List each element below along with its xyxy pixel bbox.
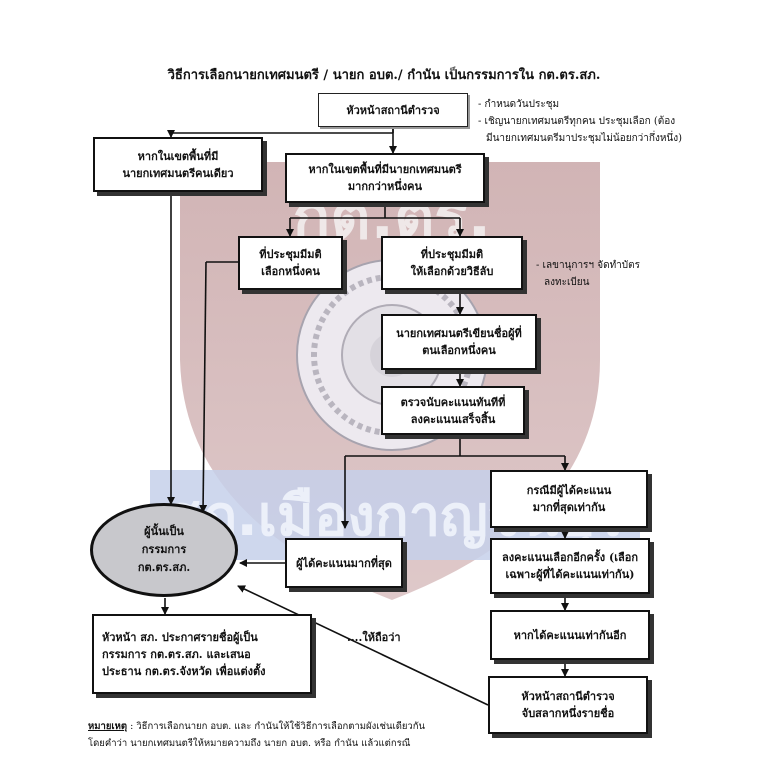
committee-member-circle: ผู้นั้นเป็น กรรมการ กต.ตร.สภ. xyxy=(90,503,238,597)
footnote-label: หมายเหตุ xyxy=(88,721,128,732)
count-votes-box: ตรวจนับคะแนนทันทีที่ ลงคะแนนเสร็จสิ้น xyxy=(381,386,525,435)
revote-box: ลงคะแนนเลือกอีกครั้ง (เลือก เฉพาะผู้ที่ไ… xyxy=(490,538,650,594)
meeting-note: - กำหนดวันประชุม - เชิญนายกเทศมนตรีทุกคน… xyxy=(478,96,718,147)
meeting-note-3: มีนายกเทศมนตรีมาประชุมไม่น้อยกว่ากึ่งหนึ… xyxy=(486,133,683,144)
circle-line-1: ผู้นั้นเป็น xyxy=(144,525,184,538)
meeting-note-1: - กำหนดวันประชุม xyxy=(478,99,560,110)
secretary-note-1: - เลขานุการฯ จัดทำบัตร xyxy=(536,260,640,271)
circle-line-3: กต.ตร.สภ. xyxy=(137,561,191,574)
tie-case-label: กรณีมีผู้ได้คะแนน มากที่สุดเท่ากัน xyxy=(526,484,612,514)
multi-mayor-label: หากในเขตพื้นที่มีนายกเทศมนตรี มากกว่าหนึ… xyxy=(308,163,462,193)
select-one-label: ที่ประชุมมีมติ เลือกหนึ่งคน xyxy=(259,248,322,278)
tie-again-label: หากได้คะแนนเท่ากันอีก xyxy=(513,628,627,642)
multi-mayor-box: หากในเขตพื้นที่มีนายกเทศมนตรี มากกว่าหนึ… xyxy=(285,153,485,203)
station-head-box: หัวหน้าสถานีตำรวจ xyxy=(318,93,468,127)
draw-lots-label: หัวหน้าสถานีตำรวจ จับสลากหนึ่งรายชื่อ xyxy=(521,690,615,720)
connectors xyxy=(161,127,569,706)
secret-ballot-label: ที่ประชุมมีมติ ให้เลือกด้วยวิธีลับ xyxy=(410,248,494,278)
single-mayor-box: หากในเขตพื้นที่มี นายกเทศมนตรีคนเดียว xyxy=(93,137,263,192)
secretary-note-2: ลงทะเบียน xyxy=(544,277,590,288)
select-one-box: ที่ประชุมมีมติ เลือกหนึ่งคน xyxy=(238,236,343,290)
tie-again-box: หากได้คะแนนเท่ากันอีก xyxy=(490,610,650,660)
count-votes-label: ตรวจนับคะแนนทันทีที่ ลงคะแนนเสร็จสิ้น xyxy=(400,395,506,426)
station-head-label: หัวหน้าสถานีตำรวจ xyxy=(346,103,440,117)
revote-label: ลงคะแนนเลือกอีกครั้ง (เลือก เฉพาะผู้ที่ไ… xyxy=(502,551,638,581)
circle-line-2: กรรมการ xyxy=(141,543,187,556)
secret-ballot-box: ที่ประชุมมีมติ ให้เลือกด้วยวิธีลับ xyxy=(381,236,523,290)
footnote: หมายเหตุ : วิธีการเลือกนายก อบต. และ กำน… xyxy=(88,718,488,752)
write-name-box: นายกเทศมนตรีเขียนชื่อผู้ที่ ตนเลือกหนึ่ง… xyxy=(381,314,537,370)
announce-label: หัวหน้า สภ. ประกาศรายชื่อผู้เป็น กรรมการ… xyxy=(102,630,266,678)
footnote-line-1: หมายเหตุ : วิธีการเลือกนายก อบต. และ กำน… xyxy=(88,718,488,735)
page-title: วิธีการเลือกนายกเทศมนตรี / นายก อบต./ กำ… xyxy=(167,68,601,83)
draw-lots-box: หัวหน้าสถานีตำรวจ จับสลากหนึ่งรายชื่อ xyxy=(488,676,648,734)
footnote-text-1: : วิธีการเลือกนายก อบต. และ กำนันให้ใช้ว… xyxy=(127,721,426,732)
announce-box: หัวหน้า สภ. ประกาศรายชื่อผู้เป็น กรรมการ… xyxy=(92,614,312,694)
write-name-label: นายกเทศมนตรีเขียนชื่อผู้ที่ ตนเลือกหนึ่ง… xyxy=(396,327,522,357)
footnote-line-2: โดยคำว่า นายกเทศมนตรีให้หมายความถึง นายก… xyxy=(88,738,411,749)
tie-case-box: กรณีมีผู้ได้คะแนน มากที่สุดเท่ากัน xyxy=(490,470,648,528)
deemed-label: ....ให้ถือว่า xyxy=(347,631,401,644)
secretary-note: - เลขานุการฯ จัดทำบัตร ลงทะเบียน xyxy=(536,257,686,291)
top-score-label: ผู้ได้คะแนนมากที่สุด xyxy=(296,556,392,570)
top-score-box: ผู้ได้คะแนนมากที่สุด xyxy=(285,538,403,588)
meeting-note-2: - เชิญนายกเทศมนตรีทุกคน ประชุมเลือก (ต้อ… xyxy=(478,116,676,127)
single-mayor-label: หากในเขตพื้นที่มี นายกเทศมนตรีคนเดียว xyxy=(122,149,234,180)
